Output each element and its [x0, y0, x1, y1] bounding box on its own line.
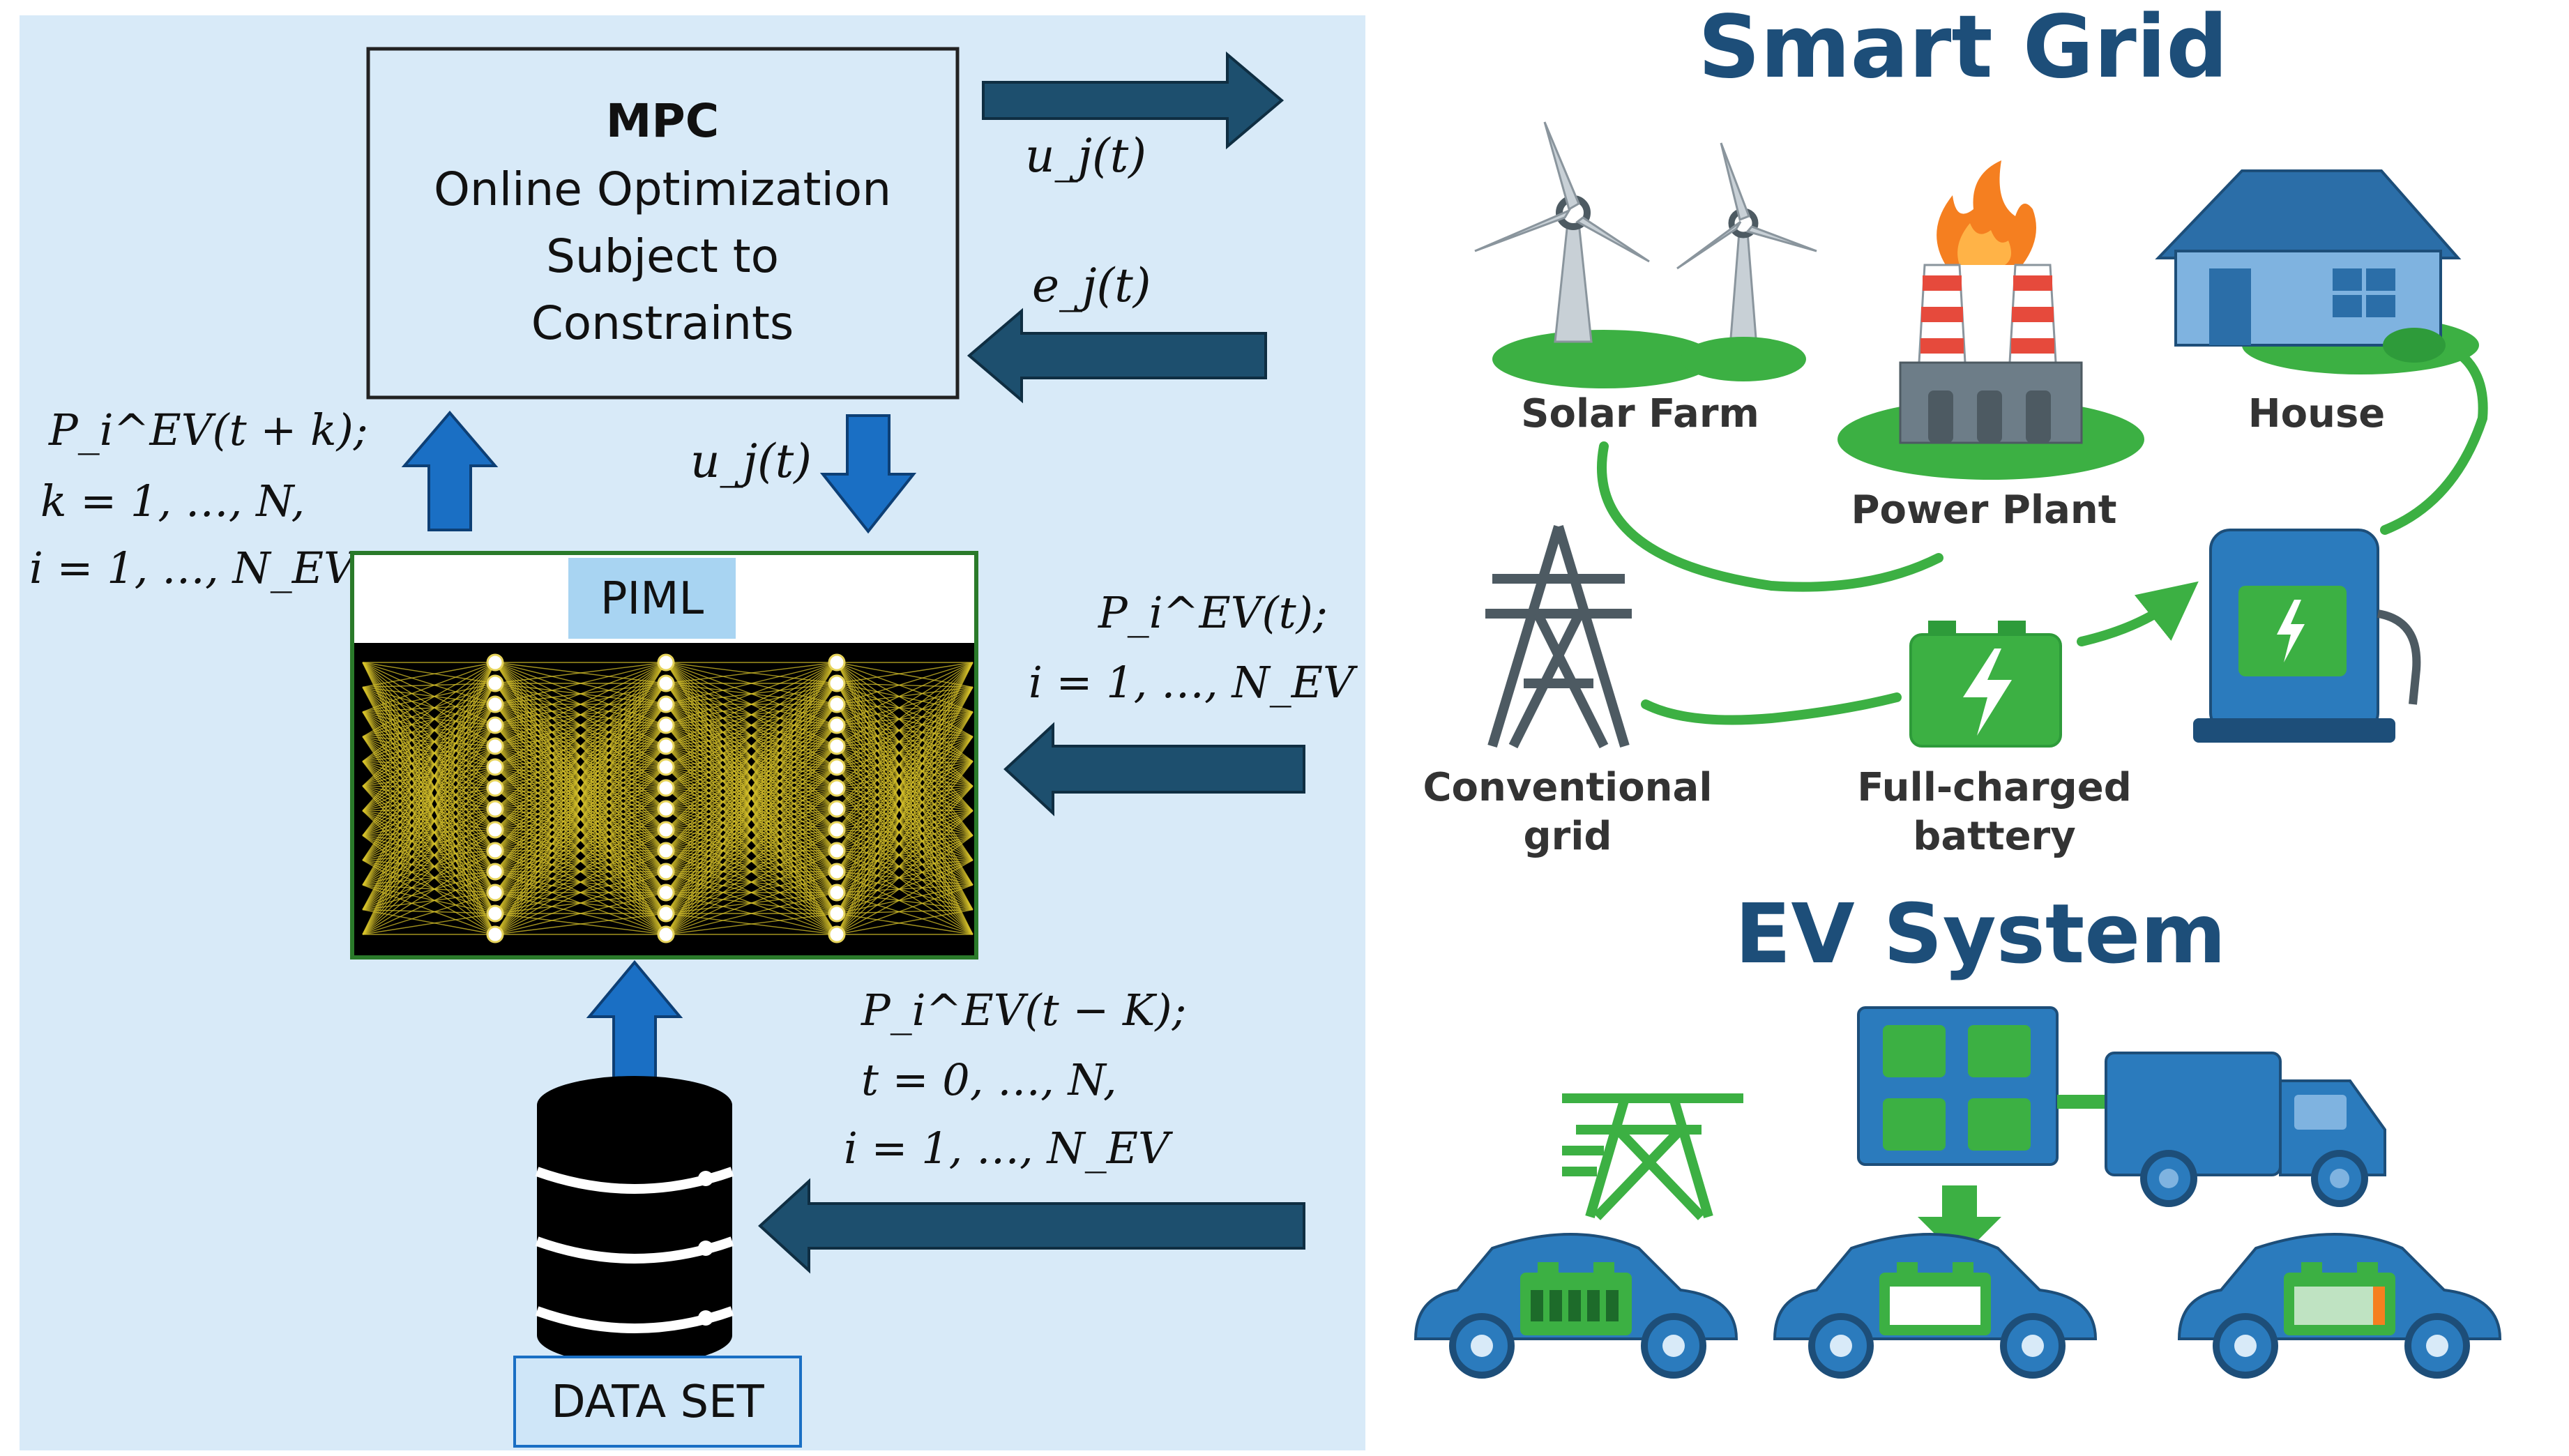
svg-text:Full-charged: Full-charged [1857, 765, 2132, 810]
current-label: P_i^EV(t); i = 1, …, N_EV [1029, 587, 1358, 708]
history-in-arrow [758, 1178, 1305, 1274]
u-down-label: u_j(t) [690, 434, 812, 488]
u-out-arrow [982, 51, 1284, 150]
power-plant-icon [1837, 160, 2144, 480]
piml-block: PIML [350, 551, 978, 960]
battery-pack-icon [1857, 1006, 2106, 1166]
svg-text:i = 1, …, N_EV: i = 1, …, N_EV [29, 543, 359, 593]
u-down-arrow [819, 414, 917, 534]
mpc-line-1: Online Optimization [434, 162, 891, 216]
dataset-label-box [513, 1356, 802, 1448]
svg-text:grid: grid [1524, 814, 1612, 859]
database-icon [535, 1076, 734, 1365]
battery-icon [1909, 621, 2062, 748]
truck-icon [2105, 1052, 2386, 1207]
current-in-arrow [1003, 722, 1305, 817]
svg-text:battery: battery [1913, 814, 2076, 859]
charging-station-icon [2193, 529, 2421, 743]
ev-system-title: EV System [1735, 886, 2227, 982]
house-label: House [2248, 391, 2386, 437]
battery-label: Full-charged battery [1857, 765, 2132, 859]
car-icon [2177, 1233, 2502, 1379]
mpc-line-3: Constraints [531, 296, 794, 350]
mpc-block: MPC Online Optimization Subject to Const… [366, 47, 960, 400]
power-plant-label: Power Plant [1851, 487, 2116, 533]
wind-turbine-icon [1474, 121, 1817, 388]
mpc-title: MPC [606, 94, 720, 148]
grid-connections [1597, 351, 2488, 725]
svg-text:i = 1, …, N_EV: i = 1, …, N_EV [1029, 657, 1358, 708]
mpc-line-2: Subject to [546, 229, 779, 283]
svg-text:k = 1, …, N,: k = 1, …, N, [40, 476, 305, 526]
e-in-label: e_j(t) [1032, 259, 1151, 312]
history-label: P_i^EV(t − K); t = 0, …, N, i = 1, …, N_… [844, 985, 1186, 1174]
charge-down-arrow [1918, 1185, 2001, 1259]
svg-text:t = 0, …, N,: t = 0, …, N, [861, 1054, 1117, 1105]
svg-text:i = 1, …, N_EV: i = 1, …, N_EV [844, 1123, 1174, 1174]
e-in-arrow [967, 308, 1267, 404]
dataset-up-arrow [586, 960, 683, 1081]
svg-text:Conventional: Conventional [1423, 765, 1712, 810]
forecast-up-arrow [401, 410, 499, 531]
svg-text:P_i^EV(t);: P_i^EV(t); [1098, 587, 1328, 638]
forecast-label: P_i^EV(t + k); k = 1, …, N, i = 1, …, N_… [29, 404, 368, 593]
conventional-grid-label: Conventional grid [1423, 765, 1712, 859]
u-out-label: u_j(t) [1025, 129, 1146, 183]
dataset-label: DATA SET [551, 1377, 764, 1428]
smart-grid-title: Smart Grid [1698, 0, 2228, 98]
piml-label: PIML [600, 573, 704, 625]
solar-farm-label: Solar Farm [1521, 391, 1759, 437]
neural-network-icon [362, 653, 973, 943]
car-icon [1414, 1233, 1738, 1379]
house-icon [2155, 169, 2479, 374]
car-icon [1773, 1233, 2098, 1379]
ev-pylon-icon [1562, 1093, 1743, 1220]
svg-text:P_i^EV(t + k);: P_i^EV(t + k); [48, 404, 368, 455]
svg-text:P_i^EV(t − K);: P_i^EV(t − K); [861, 985, 1186, 1036]
pylon-icon [1485, 524, 1632, 749]
ev-cars [1414, 1233, 2502, 1379]
